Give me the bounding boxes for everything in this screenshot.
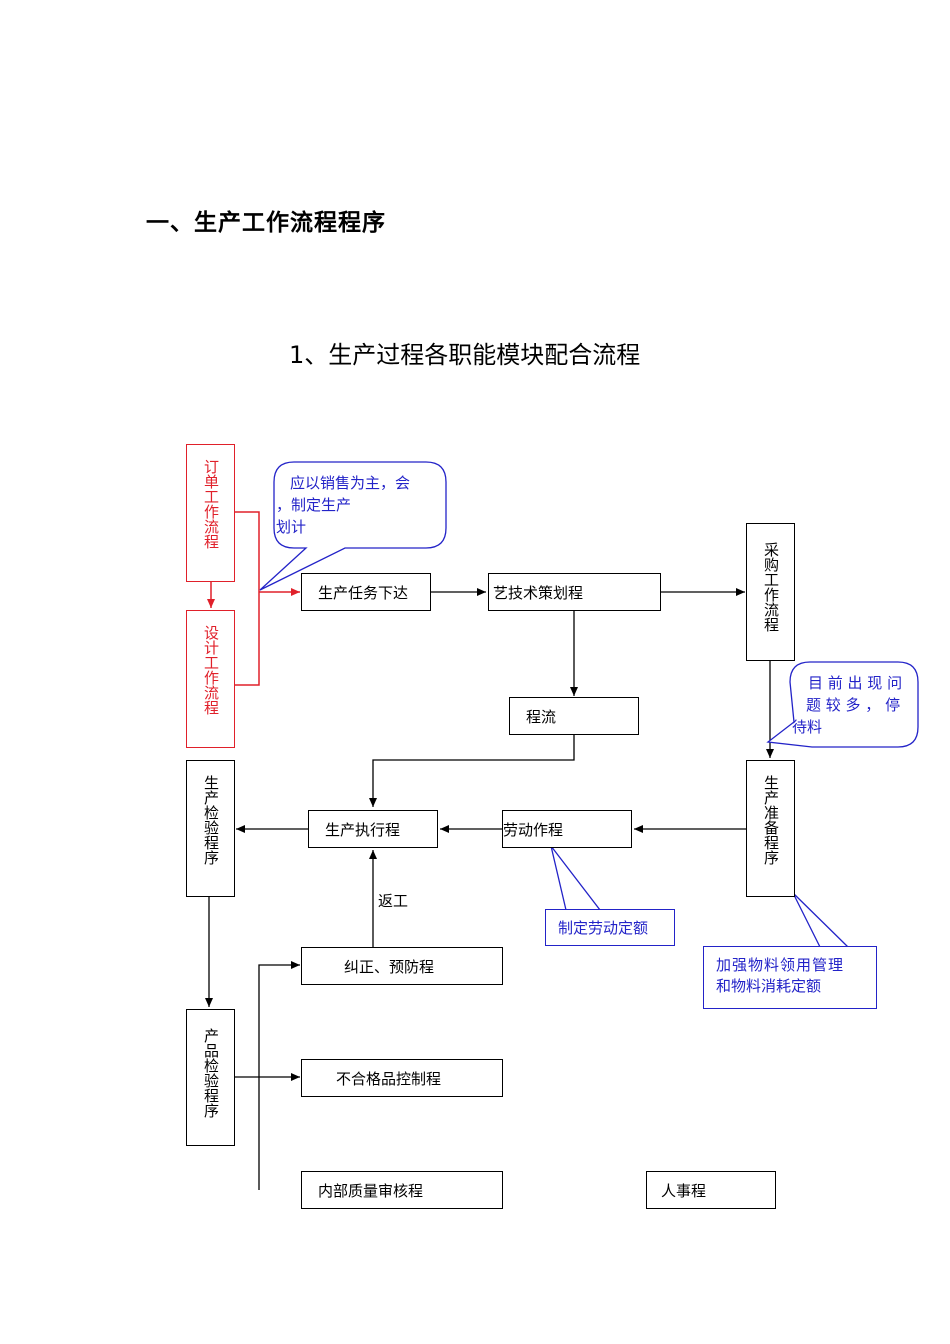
audit-box: 内部质量审核程: [301, 1171, 503, 1209]
design-workflow-label: 设计工作流程: [202, 625, 220, 715]
tech-planning-box: 艺技术策划程: [488, 573, 661, 611]
product-inspect-label: 产品检验程序: [202, 1028, 220, 1118]
issues-note: 目 前 出 现 问 题 较 多 ， 停 待料: [792, 672, 916, 737]
labor-quota-note: 制定劳动定额: [545, 909, 675, 946]
sales-note-line3: 划计: [276, 518, 307, 536]
prepare-label: 生产准备程序: [762, 775, 780, 865]
execute-label: 生产执行程: [325, 820, 401, 839]
hr-box: 人事程: [646, 1171, 776, 1209]
issues-note-line2: 题 较 多 ， 停: [806, 696, 901, 714]
callout-shapes: [259, 461, 919, 948]
sales-note-line1: 应以销售为主，会: [290, 474, 411, 492]
diagram-title: 1、生产过程各职能模块配合流程: [289, 341, 641, 369]
labor-box: 劳动作程: [502, 810, 632, 848]
nonconform-label: 不合格品控制程: [336, 1069, 442, 1088]
process-box: 程流: [509, 697, 639, 735]
hr-label: 人事程: [661, 1181, 707, 1200]
correct-prevent-box: 纠正、预防程: [301, 947, 503, 985]
labor-label: 劳动作程: [503, 820, 564, 839]
tech-planning-label: 艺技术策划程: [493, 583, 584, 602]
sales-note: 应以销售为主，会 ，制定生产 划计: [276, 472, 444, 537]
purchase-box: 采购工作流程: [746, 523, 795, 661]
rework-label: 返工: [378, 892, 409, 910]
page-title: 一、生产工作流程程序: [146, 210, 386, 236]
correct-prevent-label: 纠正、预防程: [344, 957, 435, 976]
red-connectors: [207, 511, 300, 686]
process-label: 程流: [526, 707, 557, 726]
design-workflow-box: 设计工作流程: [186, 610, 235, 748]
inspect-label: 生产检验程序: [202, 775, 220, 865]
audit-label: 内部质量审核程: [318, 1181, 424, 1200]
inspect-box: 生产检验程序: [186, 760, 235, 897]
nonconform-box: 不合格品控制程: [301, 1059, 503, 1097]
order-workflow-label: 订单工作流程: [202, 459, 220, 549]
material-note: 加强物料领用管理 和物料消耗定额: [703, 946, 877, 1009]
product-inspect-box: 产品检验程序: [186, 1009, 235, 1146]
purchase-label: 采购工作流程: [762, 542, 780, 632]
issues-note-line1: 目 前 出 现 问: [808, 674, 903, 692]
task-issue-box: 生产任务下达: [301, 573, 431, 611]
material-note-line1: 加强物料领用管理: [716, 956, 845, 974]
material-note-line2: 和物料消耗定额: [716, 977, 822, 995]
issues-note-line3: 待料: [792, 718, 823, 736]
prepare-box: 生产准备程序: [746, 760, 795, 897]
order-workflow-box: 订单工作流程: [186, 444, 235, 582]
sales-note-line2: ，制定生产: [276, 496, 352, 514]
labor-quota-text: 制定劳动定额: [558, 919, 649, 937]
task-issue-label: 生产任务下达: [318, 583, 409, 602]
black-connectors: [205, 588, 774, 1190]
execute-box: 生产执行程: [308, 810, 438, 848]
